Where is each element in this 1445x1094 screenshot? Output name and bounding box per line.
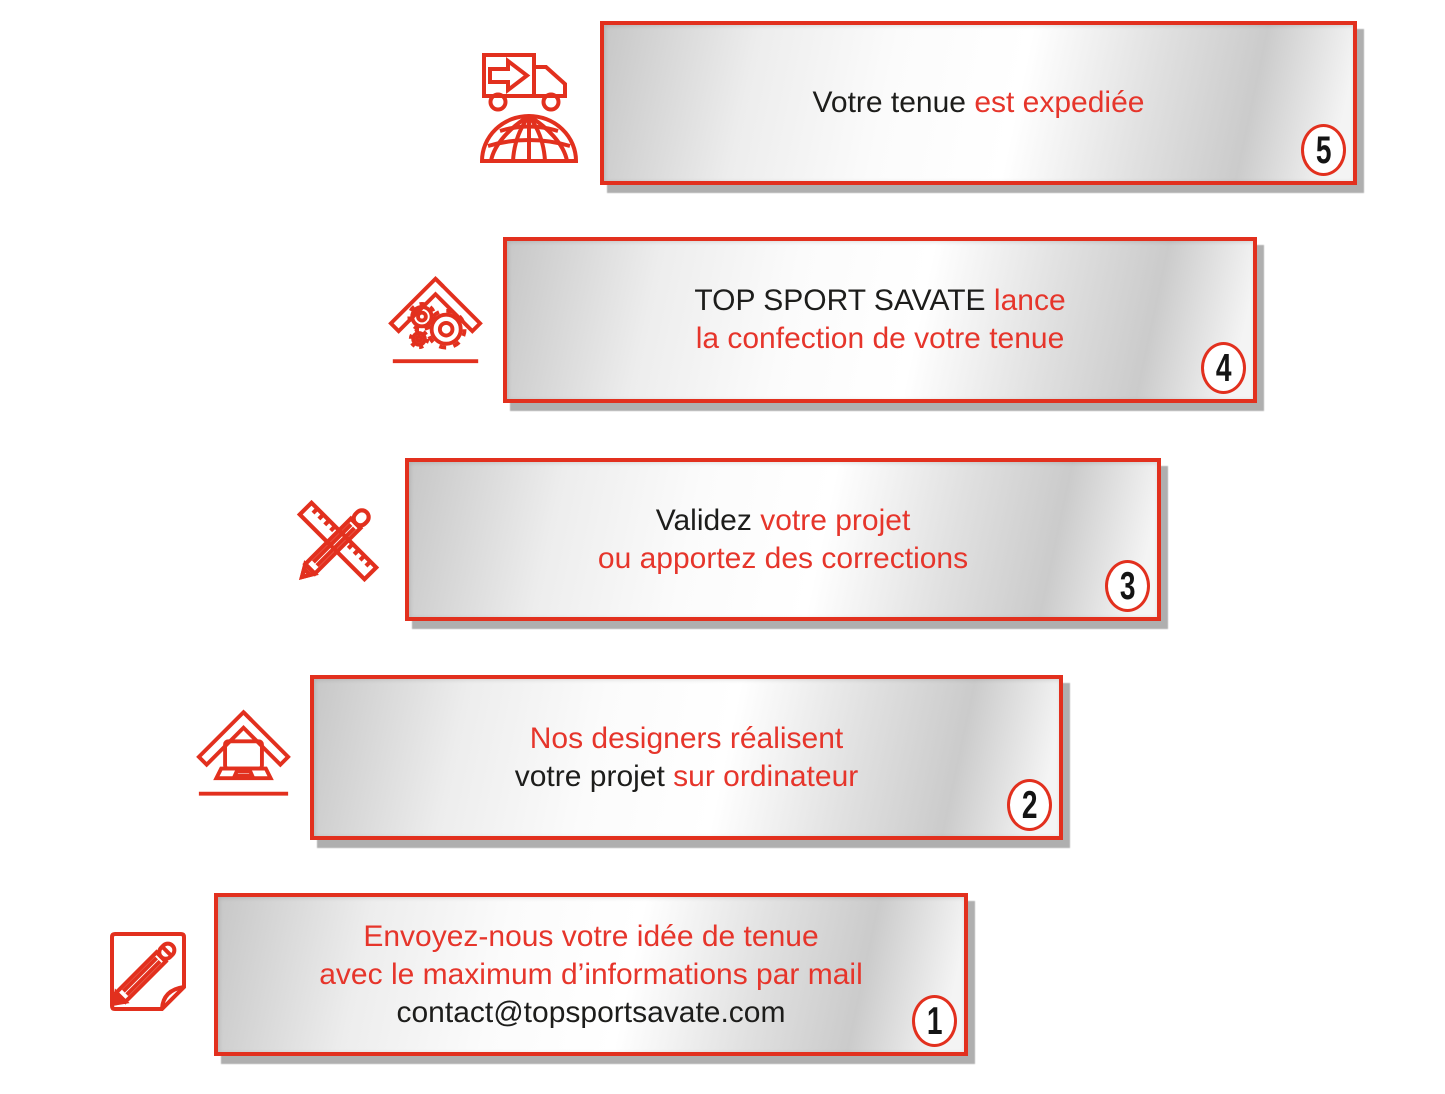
step-1-email-text: contact@topsportsavate.com xyxy=(396,995,786,1029)
step-4-text-part: la confection de votre tenue xyxy=(695,322,1065,355)
step-5-text: Votre tenue est expediée xyxy=(813,84,1145,122)
step-3-panel: Validez votre projet ou apportez des cor… xyxy=(405,458,1161,621)
step-4-panel: TOP SPORT SAVATE lance la confection de … xyxy=(503,237,1257,403)
step-2-panel: Nos designers réalisent votre projet sur… xyxy=(310,675,1063,840)
step-2-text-part: Nos designers réalisent xyxy=(529,721,844,755)
step-5-number: 5 xyxy=(1316,128,1332,172)
step-1-text-part: Envoyez-nous votre idée de tenue xyxy=(363,919,819,953)
step-2-text-part: sur ordinateur xyxy=(673,759,859,793)
step-3-text: Validez votre projet ou apportez des cor… xyxy=(598,502,968,578)
step-5-text-part: est expediée xyxy=(974,86,1145,119)
step-1-line-1: Envoyez-nous votre idée de tenue xyxy=(319,918,863,956)
step-4-text: TOP SPORT SAVATE lance la confection de … xyxy=(694,282,1065,358)
step-5-number-badge: 5 xyxy=(1301,124,1346,176)
step-1-line-2: avec le maximum d’informations par mail xyxy=(319,956,863,994)
step-1-number: 1 xyxy=(927,999,943,1043)
truck-globe-icon xyxy=(479,52,579,164)
step-2-text-part: votre projet xyxy=(514,759,674,793)
step-2-number-badge: 2 xyxy=(1007,779,1052,831)
step-3-text-part: Validez xyxy=(655,503,761,537)
step-4-number-badge: 4 xyxy=(1201,342,1246,394)
step-3-text-part: ou apportez des corrections xyxy=(597,541,969,575)
step-3-number-badge: 3 xyxy=(1105,560,1150,612)
step-1-text-part: avec le maximum d’informations par mail xyxy=(319,957,863,991)
step-4-line-1: TOP SPORT SAVATE lance xyxy=(694,282,1065,320)
ruler-pencil-icon xyxy=(286,489,390,593)
step-2-line-1: Nos designers réalisent xyxy=(515,720,859,758)
step-5-line-1: Votre tenue est expediée xyxy=(813,84,1145,122)
step-2-number: 2 xyxy=(1022,783,1038,827)
step-1-panel: Envoyez-nous votre idée de tenue avec le… xyxy=(214,893,968,1056)
note-pencil-icon xyxy=(98,921,200,1021)
roof-gears-icon xyxy=(387,270,484,369)
step-2-text: Nos designers réalisent votre projet sur… xyxy=(515,720,859,796)
step-2-line-2: votre projet sur ordinateur xyxy=(515,758,859,796)
step-1-line-3: contact@topsportsavate.com xyxy=(319,994,863,1032)
step-4-number: 4 xyxy=(1216,346,1232,390)
step-3-text-part: votre projet xyxy=(760,503,911,537)
roof-laptop-icon xyxy=(195,704,292,802)
step-3-line-2: ou apportez des corrections xyxy=(598,540,968,578)
step-5-panel: Votre tenue est expediée 5 xyxy=(600,21,1357,185)
step-5-text-part: Votre tenue xyxy=(812,86,975,119)
step-1-number-badge: 1 xyxy=(912,995,957,1047)
step-4-line-2: la confection de votre tenue xyxy=(694,320,1065,358)
step-4-text-part: TOP SPORT SAVATE xyxy=(694,284,994,317)
step-3-number: 3 xyxy=(1120,564,1136,608)
step-1-text: Envoyez-nous votre idée de tenue avec le… xyxy=(319,918,863,1032)
step-3-line-1: Validez votre projet xyxy=(598,502,968,540)
step-4-text-part: lance xyxy=(993,284,1066,317)
